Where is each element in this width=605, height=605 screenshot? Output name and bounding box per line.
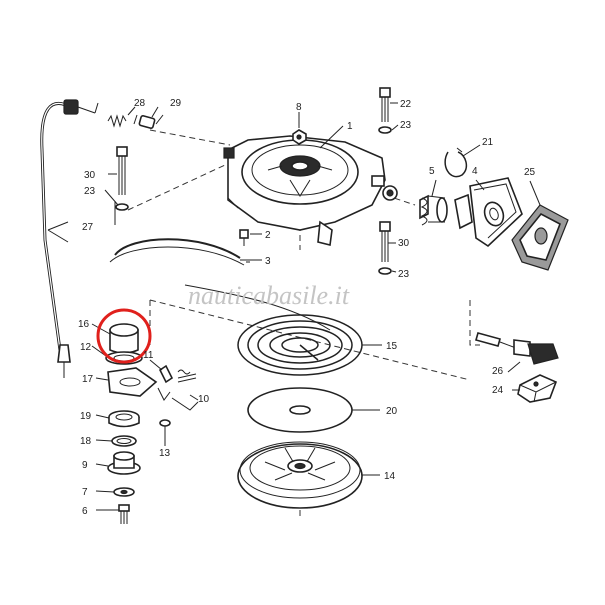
label-part-23-right: 23 — [398, 269, 410, 280]
label-part-21: 21 — [482, 137, 494, 148]
part-28-spring — [107, 114, 138, 128]
label-part-9: 9 — [82, 460, 88, 471]
part-30-bolt-right — [379, 221, 391, 262]
part-10-springs — [171, 369, 199, 411]
label-part-24: 24 — [492, 385, 504, 396]
part-9-hub — [107, 451, 141, 475]
part-19-bushing — [108, 410, 140, 428]
part-20-disc — [247, 387, 353, 433]
label-part-8: 8 — [296, 102, 302, 113]
label-part-5: 5 — [429, 166, 435, 177]
part-11-pawl — [157, 364, 174, 401]
part-30-bolt-upper — [116, 146, 128, 195]
part-23-washer-left — [115, 203, 129, 211]
label-part-14: 14 — [384, 471, 396, 482]
label-part-17: 17 — [82, 374, 94, 385]
part-labels: 1 2 3 4 5 6 7 8 9 10 11 12 13 14 15 16 1… — [78, 98, 536, 517]
part-22-bolt — [379, 87, 391, 122]
part-23-washer-right — [378, 267, 392, 275]
label-part-19: 19 — [80, 411, 92, 422]
label-part-12: 12 — [80, 342, 92, 353]
label-part-29: 29 — [170, 98, 182, 109]
label-part-16: 16 — [78, 319, 90, 330]
label-part-30-left: 30 — [84, 170, 96, 181]
label-part-7: 7 — [82, 487, 88, 498]
label-part-10: 10 — [198, 394, 210, 405]
label-part-27: 27 — [82, 222, 94, 233]
part-26-knob — [475, 332, 559, 365]
label-part-28: 28 — [134, 98, 146, 109]
part-17-plate — [107, 367, 158, 397]
part-13-washer — [159, 419, 171, 427]
label-part-11: 11 — [143, 350, 154, 361]
label-part-23-left: 23 — [84, 186, 96, 197]
part-4-handle — [454, 177, 523, 248]
label-part-25: 25 — [524, 167, 536, 178]
part-6-screw — [118, 504, 130, 524]
highlight-circle — [96, 308, 152, 364]
label-part-30-right: 30 — [398, 238, 410, 249]
label-part-23-top: 23 — [400, 120, 412, 131]
part-27-cable — [40, 99, 96, 378]
part-25-plate — [511, 204, 569, 271]
part-7-washer — [113, 487, 135, 497]
label-part-15: 15 — [386, 341, 398, 352]
label-part-3: 3 — [265, 256, 271, 267]
watermark-text: nauticabasile.it — [188, 281, 350, 310]
part-1-starter-housing — [223, 135, 398, 246]
part-23-washer-top — [378, 126, 392, 134]
part-14-pulley — [237, 441, 363, 509]
label-part-4: 4 — [472, 166, 478, 177]
label-part-26: 26 — [492, 366, 504, 377]
part-15-recoil-spring — [237, 314, 363, 376]
part-16-cap — [109, 323, 139, 354]
label-part-1: 1 — [347, 121, 353, 132]
leader-lines — [91, 102, 541, 511]
part-2-screw — [239, 229, 249, 246]
label-part-18: 18 — [80, 436, 92, 447]
label-part-20: 20 — [386, 406, 398, 417]
label-part-22: 22 — [400, 99, 412, 110]
part-8-nut — [292, 112, 307, 145]
label-part-6: 6 — [82, 506, 88, 517]
label-part-2: 2 — [265, 230, 271, 241]
part-29-plunger — [138, 114, 164, 129]
part-24-block — [517, 374, 558, 403]
part-18-ring — [111, 435, 137, 447]
label-part-13: 13 — [159, 448, 171, 459]
part-5-spring — [419, 194, 448, 226]
part-21-clip — [444, 147, 468, 178]
